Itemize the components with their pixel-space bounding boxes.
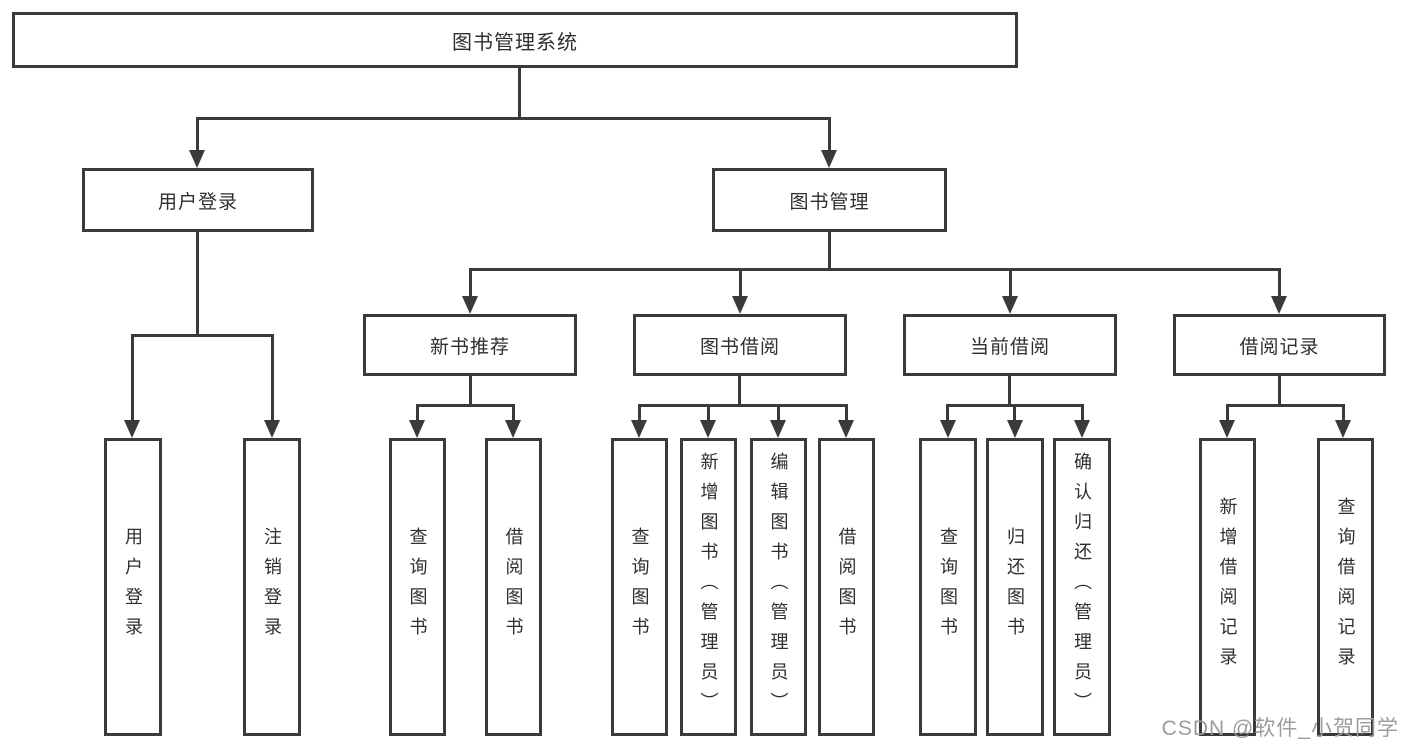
arrowhead-leaf-current-query bbox=[940, 420, 956, 438]
arrowhead-leaf-user-login bbox=[124, 420, 140, 438]
arrowhead-book-management bbox=[821, 150, 837, 168]
arrowhead-leaf-logout-login bbox=[264, 420, 280, 438]
connector-new-book-recommend-stem bbox=[469, 376, 472, 407]
connector-to-leaf-borrow-borrow bbox=[845, 404, 848, 422]
node-borrow-records-label: 借阅记录 bbox=[1239, 336, 1320, 358]
node-borrow-records: 借阅记录 bbox=[1173, 314, 1386, 376]
leaf-records-query-record: 查询借阅记录 bbox=[1317, 438, 1374, 736]
connector-to-book-borrow bbox=[739, 268, 742, 298]
connector-to-leaf-user-login bbox=[131, 334, 134, 422]
connector-book-borrow-stem bbox=[738, 376, 741, 407]
node-book-borrow-label: 图书借阅 bbox=[699, 336, 780, 358]
connector-root-stem bbox=[518, 66, 521, 119]
arrowhead-leaf-borrow-query bbox=[631, 420, 647, 438]
leaf-recommend-borrow-books: 借阅图书 bbox=[485, 438, 542, 736]
connector-to-new-book-recommend bbox=[469, 268, 472, 298]
connector-new-book-recommend-branch bbox=[416, 404, 515, 407]
leaf-current-confirm-return-admin-label: 确认归还（管理员） bbox=[1072, 452, 1092, 722]
node-current-borrow: 当前借阅 bbox=[903, 314, 1117, 376]
leaf-records-add-record-label: 新增借阅记录 bbox=[1217, 497, 1238, 677]
connector-book-borrow-branch bbox=[638, 404, 848, 407]
connector-to-leaf-records-add bbox=[1226, 404, 1229, 422]
leaf-borrow-edit-books-admin: 编辑图书（管理员） bbox=[750, 438, 807, 736]
leaf-current-query-books: 查询图书 bbox=[919, 438, 977, 736]
connector-to-borrow-records bbox=[1278, 268, 1281, 298]
arrowhead-current-borrow bbox=[1002, 296, 1018, 314]
connector-to-leaf-borrow-query bbox=[638, 404, 641, 422]
node-user-login-label: 用户登录 bbox=[157, 191, 238, 213]
connector-borrow-records-stem bbox=[1278, 376, 1281, 407]
connector-to-current-borrow bbox=[1009, 268, 1012, 298]
leaf-borrow-add-books-admin-label: 新增图书（管理员） bbox=[698, 452, 719, 722]
leaf-borrow-add-books-admin: 新增图书（管理员） bbox=[680, 438, 737, 736]
node-book-management: 图书管理 bbox=[712, 168, 947, 232]
connector-user-login-branch bbox=[131, 334, 274, 337]
arrowhead-leaf-records-add bbox=[1219, 420, 1235, 438]
leaf-borrow-query-books-label: 查询图书 bbox=[629, 527, 650, 647]
arrowhead-book-borrow bbox=[732, 296, 748, 314]
arrowhead-leaf-records-query bbox=[1335, 420, 1351, 438]
leaf-records-query-record-label: 查询借阅记录 bbox=[1335, 497, 1356, 677]
arrowhead-borrow-records bbox=[1271, 296, 1287, 314]
arrowhead-new-book-recommend bbox=[462, 296, 478, 314]
leaf-user-login-label: 用户登录 bbox=[123, 527, 143, 647]
connector-book-management-branch bbox=[469, 268, 1281, 271]
leaf-records-add-record: 新增借阅记录 bbox=[1199, 438, 1256, 736]
node-book-borrow: 图书借阅 bbox=[633, 314, 847, 376]
connector-to-leaf-borrow-edit bbox=[777, 404, 780, 422]
node-new-book-recommend-label: 新书推荐 bbox=[429, 336, 510, 358]
connector-to-leaf-borrow-add bbox=[707, 404, 710, 422]
arrowhead-leaf-recommend-borrow bbox=[505, 420, 521, 438]
leaf-current-confirm-return-admin: 确认归还（管理员） bbox=[1053, 438, 1111, 736]
connector-root-branch bbox=[196, 117, 831, 120]
leaf-current-return-books: 归还图书 bbox=[986, 438, 1044, 736]
leaf-borrow-query-books: 查询图书 bbox=[611, 438, 668, 736]
connector-to-leaf-records-query bbox=[1342, 404, 1345, 422]
leaf-borrow-edit-books-admin-label: 编辑图书（管理员） bbox=[768, 452, 789, 722]
connector-to-leaf-current-confirm bbox=[1081, 404, 1084, 422]
leaf-logout-login-label: 注销登录 bbox=[262, 527, 282, 647]
connector-to-leaf-recommend-query bbox=[416, 404, 419, 422]
node-book-management-label: 图书管理 bbox=[789, 191, 870, 213]
node-user-login: 用户登录 bbox=[82, 168, 314, 232]
leaf-recommend-borrow-books-label: 借阅图书 bbox=[503, 527, 524, 647]
connector-to-leaf-recommend-borrow bbox=[512, 404, 515, 422]
connector-to-leaf-current-query bbox=[946, 404, 949, 422]
leaf-recommend-query-books-label: 查询图书 bbox=[407, 527, 428, 647]
leaf-current-query-books-label: 查询图书 bbox=[938, 527, 958, 647]
node-current-borrow-label: 当前借阅 bbox=[969, 336, 1050, 358]
arrowhead-leaf-recommend-query bbox=[409, 420, 425, 438]
connector-book-management-stem bbox=[828, 232, 831, 271]
arrowhead-leaf-borrow-borrow bbox=[838, 420, 854, 438]
arrowhead-leaf-current-confirm bbox=[1074, 420, 1090, 438]
connector-to-leaf-current-return bbox=[1013, 404, 1016, 422]
leaf-user-login: 用户登录 bbox=[104, 438, 162, 736]
arrowhead-user-login bbox=[189, 150, 205, 168]
node-root-system: 图书管理系统 bbox=[12, 12, 1018, 68]
connector-root-to-user-login bbox=[196, 117, 199, 153]
connector-borrow-records-branch bbox=[1226, 404, 1345, 407]
leaf-logout-login: 注销登录 bbox=[243, 438, 301, 736]
connector-root-to-book-management bbox=[828, 117, 831, 153]
leaf-borrow-borrow-books: 借阅图书 bbox=[818, 438, 875, 736]
arrowhead-leaf-borrow-edit bbox=[770, 420, 786, 438]
leaf-borrow-borrow-books-label: 借阅图书 bbox=[836, 527, 857, 647]
connector-to-leaf-logout-login bbox=[271, 334, 274, 422]
arrowhead-leaf-current-return bbox=[1007, 420, 1023, 438]
node-root-system-label: 图书管理系统 bbox=[452, 31, 578, 54]
leaf-current-return-books-label: 归还图书 bbox=[1005, 527, 1025, 647]
csdn-watermark: CSDN @软件_小贺同学 bbox=[1161, 717, 1399, 740]
leaf-recommend-query-books: 查询图书 bbox=[389, 438, 446, 736]
arrowhead-leaf-borrow-add bbox=[700, 420, 716, 438]
connector-user-login-stem bbox=[196, 232, 199, 337]
connector-current-borrow-stem bbox=[1008, 376, 1011, 407]
node-new-book-recommend: 新书推荐 bbox=[363, 314, 577, 376]
